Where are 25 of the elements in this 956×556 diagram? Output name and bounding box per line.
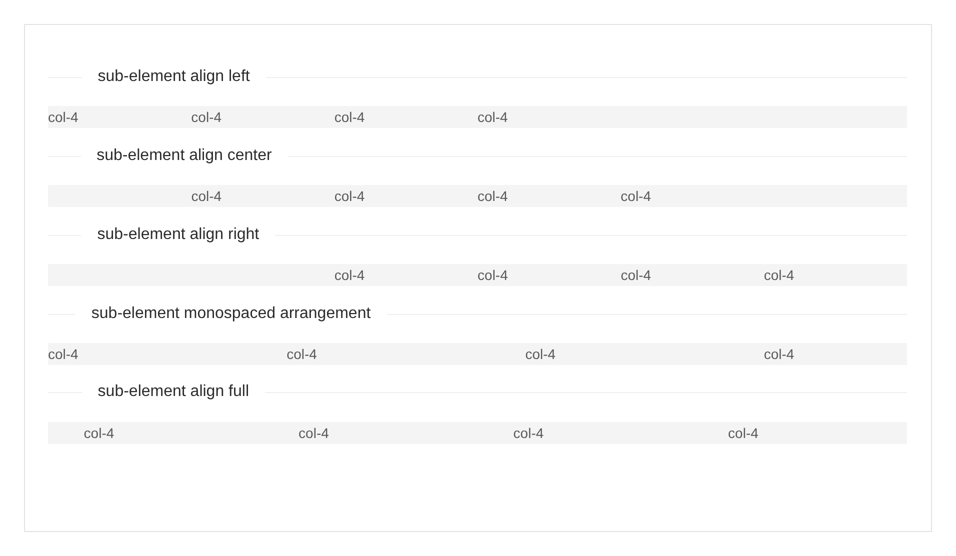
divider-title: sub-element align center (96, 146, 272, 166)
column-label: col-4 (84, 425, 114, 441)
column-label: col-4 (477, 109, 508, 125)
divider-title: sub-element align left (98, 67, 250, 87)
divider-title: sub-element monospaced arrangement (91, 304, 371, 324)
column-label: col-4 (478, 267, 508, 283)
column-label: col-4 (334, 109, 365, 125)
column-label: col-4 (620, 267, 652, 283)
column-label: col-4 (513, 425, 544, 441)
column-label: col-4 (764, 346, 794, 362)
column-label: col-4 (620, 188, 652, 204)
column-label: col-4 (191, 109, 222, 125)
column-label: col-4 (191, 188, 222, 204)
column-label: col-4 (48, 346, 78, 362)
column-label: col-4 (48, 109, 78, 125)
column-label: col-4 (334, 267, 365, 283)
column-label: col-4 (298, 425, 329, 441)
column-label: col-4 (478, 188, 508, 204)
column-label: col-4 (334, 188, 365, 204)
column-label: col-4 (728, 425, 758, 441)
divider-title: sub-element align right (97, 225, 260, 245)
column-label: col-4 (286, 346, 317, 362)
divider-title: sub-element align full (98, 382, 249, 402)
column-label: col-4 (525, 346, 556, 362)
column-label: col-4 (764, 267, 794, 283)
